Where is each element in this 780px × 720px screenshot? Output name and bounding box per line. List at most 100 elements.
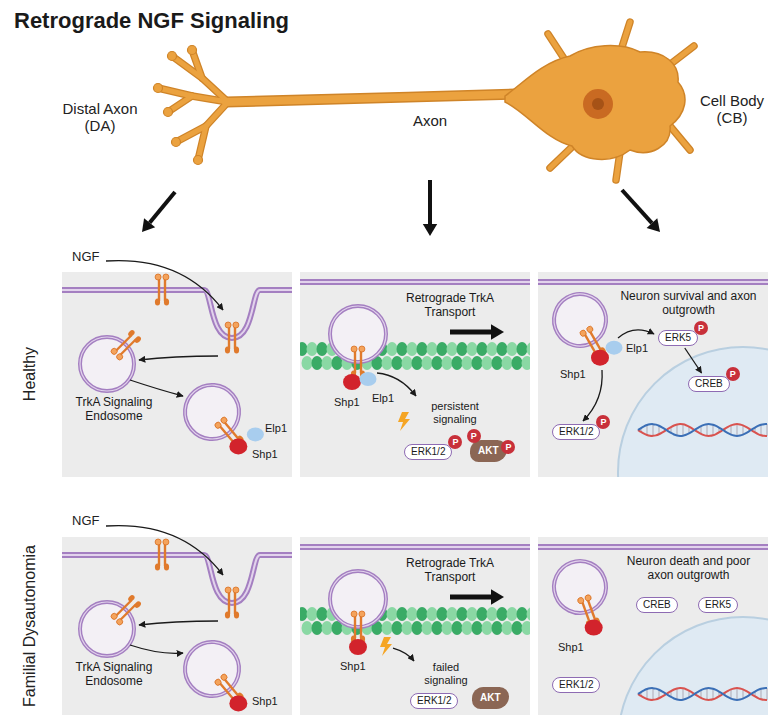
panel-illustration	[62, 537, 292, 715]
tubulin	[412, 356, 423, 370]
tubulin	[467, 342, 478, 356]
base-pair	[736, 688, 737, 700]
ngf-ligand	[225, 322, 231, 328]
kinase-blob: AKT	[472, 687, 509, 709]
ngf-ligand	[351, 611, 357, 617]
tubulin	[467, 607, 478, 621]
ngf-ligand	[214, 678, 222, 686]
shp1-protein	[343, 374, 361, 390]
arrow-head	[647, 218, 660, 232]
dendrite	[550, 146, 573, 168]
protein-label: Elp1	[626, 342, 648, 355]
trka-receptor	[225, 322, 239, 354]
kinase-domain	[127, 594, 136, 603]
receptor-chain	[228, 591, 230, 614]
text-slot: persistent signaling	[420, 400, 490, 425]
base-pair	[730, 689, 731, 698]
receptor-chain	[228, 326, 230, 349]
dna-strand	[638, 424, 767, 436]
kinase-domain	[164, 563, 169, 570]
arrow-shaft	[150, 192, 175, 223]
membrane	[62, 555, 292, 603]
ngf-ligand	[220, 673, 228, 681]
label-slot: Axon	[400, 112, 460, 129]
protein-label: Shp1	[334, 396, 360, 409]
elp1-protein	[606, 341, 623, 355]
endosome-membrane	[69, 591, 145, 667]
tubulin	[312, 621, 323, 635]
tubulin	[517, 607, 528, 621]
tubulin	[462, 621, 473, 635]
ngf-ligand	[110, 612, 118, 620]
ngf-ligand	[586, 325, 594, 333]
text-slot: TrkA Signaling Endosome	[68, 661, 160, 689]
receptor-chain	[115, 600, 131, 616]
tubulin	[300, 607, 308, 621]
kinase-domain	[225, 611, 230, 618]
endosome	[174, 631, 260, 719]
base-pair	[652, 688, 653, 700]
protein-name: ERK1/2	[417, 695, 451, 707]
tubulin	[417, 342, 428, 356]
kinase-domain	[225, 346, 230, 353]
tubulin	[407, 342, 418, 356]
endosome-membrane	[544, 284, 615, 355]
endosome-membrane	[330, 306, 386, 362]
endosome	[547, 554, 619, 635]
endosome	[69, 315, 156, 402]
receptor-chain	[158, 278, 160, 301]
tubulin	[402, 356, 413, 370]
base-pair	[652, 424, 653, 436]
tubulin	[317, 607, 328, 621]
base-pair	[742, 689, 743, 698]
phospho-letter: P	[694, 321, 708, 335]
receptor-chain	[164, 278, 166, 301]
receptor-chain	[219, 682, 234, 700]
base-pair	[760, 689, 761, 700]
arrow-head	[142, 218, 155, 232]
signal-bolt	[398, 412, 410, 431]
base-pair	[766, 688, 767, 700]
tubulin	[392, 621, 403, 635]
phospho-marker: P	[726, 367, 740, 381]
tubulin	[307, 607, 318, 621]
tubulin	[387, 607, 398, 621]
phospho-letter: P	[501, 440, 515, 454]
base-pair	[646, 689, 647, 699]
phospho-letter: P	[596, 415, 610, 429]
ngf-ligand	[155, 539, 161, 545]
kinase-domain	[234, 346, 239, 353]
panel-heading: Neuron death and poor axon outgrowth	[616, 555, 761, 583]
membrane-outer	[300, 279, 530, 285]
tubulin	[522, 621, 531, 635]
tubulin	[422, 621, 433, 635]
tubulin	[437, 607, 448, 621]
kinase-domain	[234, 611, 239, 618]
tubulin	[427, 607, 438, 621]
arrow-shaft	[450, 595, 491, 600]
tubulin	[382, 356, 393, 370]
stage-panel: CREBERK5ERK1/2Neuron death and poor axon…	[538, 537, 768, 715]
tubulin	[387, 342, 398, 356]
tubulin	[477, 342, 488, 356]
membrane-outer	[538, 279, 768, 285]
tubulin	[412, 621, 423, 635]
ngf-ligand	[115, 353, 123, 361]
receptor-chain	[360, 350, 362, 373]
flow-arrow	[618, 330, 654, 338]
endosome	[330, 571, 386, 643]
ngf-ligand	[233, 587, 239, 593]
text-slot: Shp1	[560, 368, 586, 381]
receptor-chain	[354, 350, 356, 373]
base-pair	[676, 688, 677, 699]
ngf-ligand	[214, 421, 222, 429]
neuron	[154, 22, 695, 180]
panel-heading: Neuron survival and axon outgrowth	[616, 290, 761, 318]
dendrite	[198, 126, 206, 160]
protein-pill: ERK1/2	[410, 693, 458, 709]
elp1-protein	[247, 427, 264, 441]
tubulin	[312, 356, 323, 370]
signal-arrow	[685, 348, 702, 373]
flow-arrow	[139, 356, 218, 360]
axon-terminal	[172, 138, 181, 147]
